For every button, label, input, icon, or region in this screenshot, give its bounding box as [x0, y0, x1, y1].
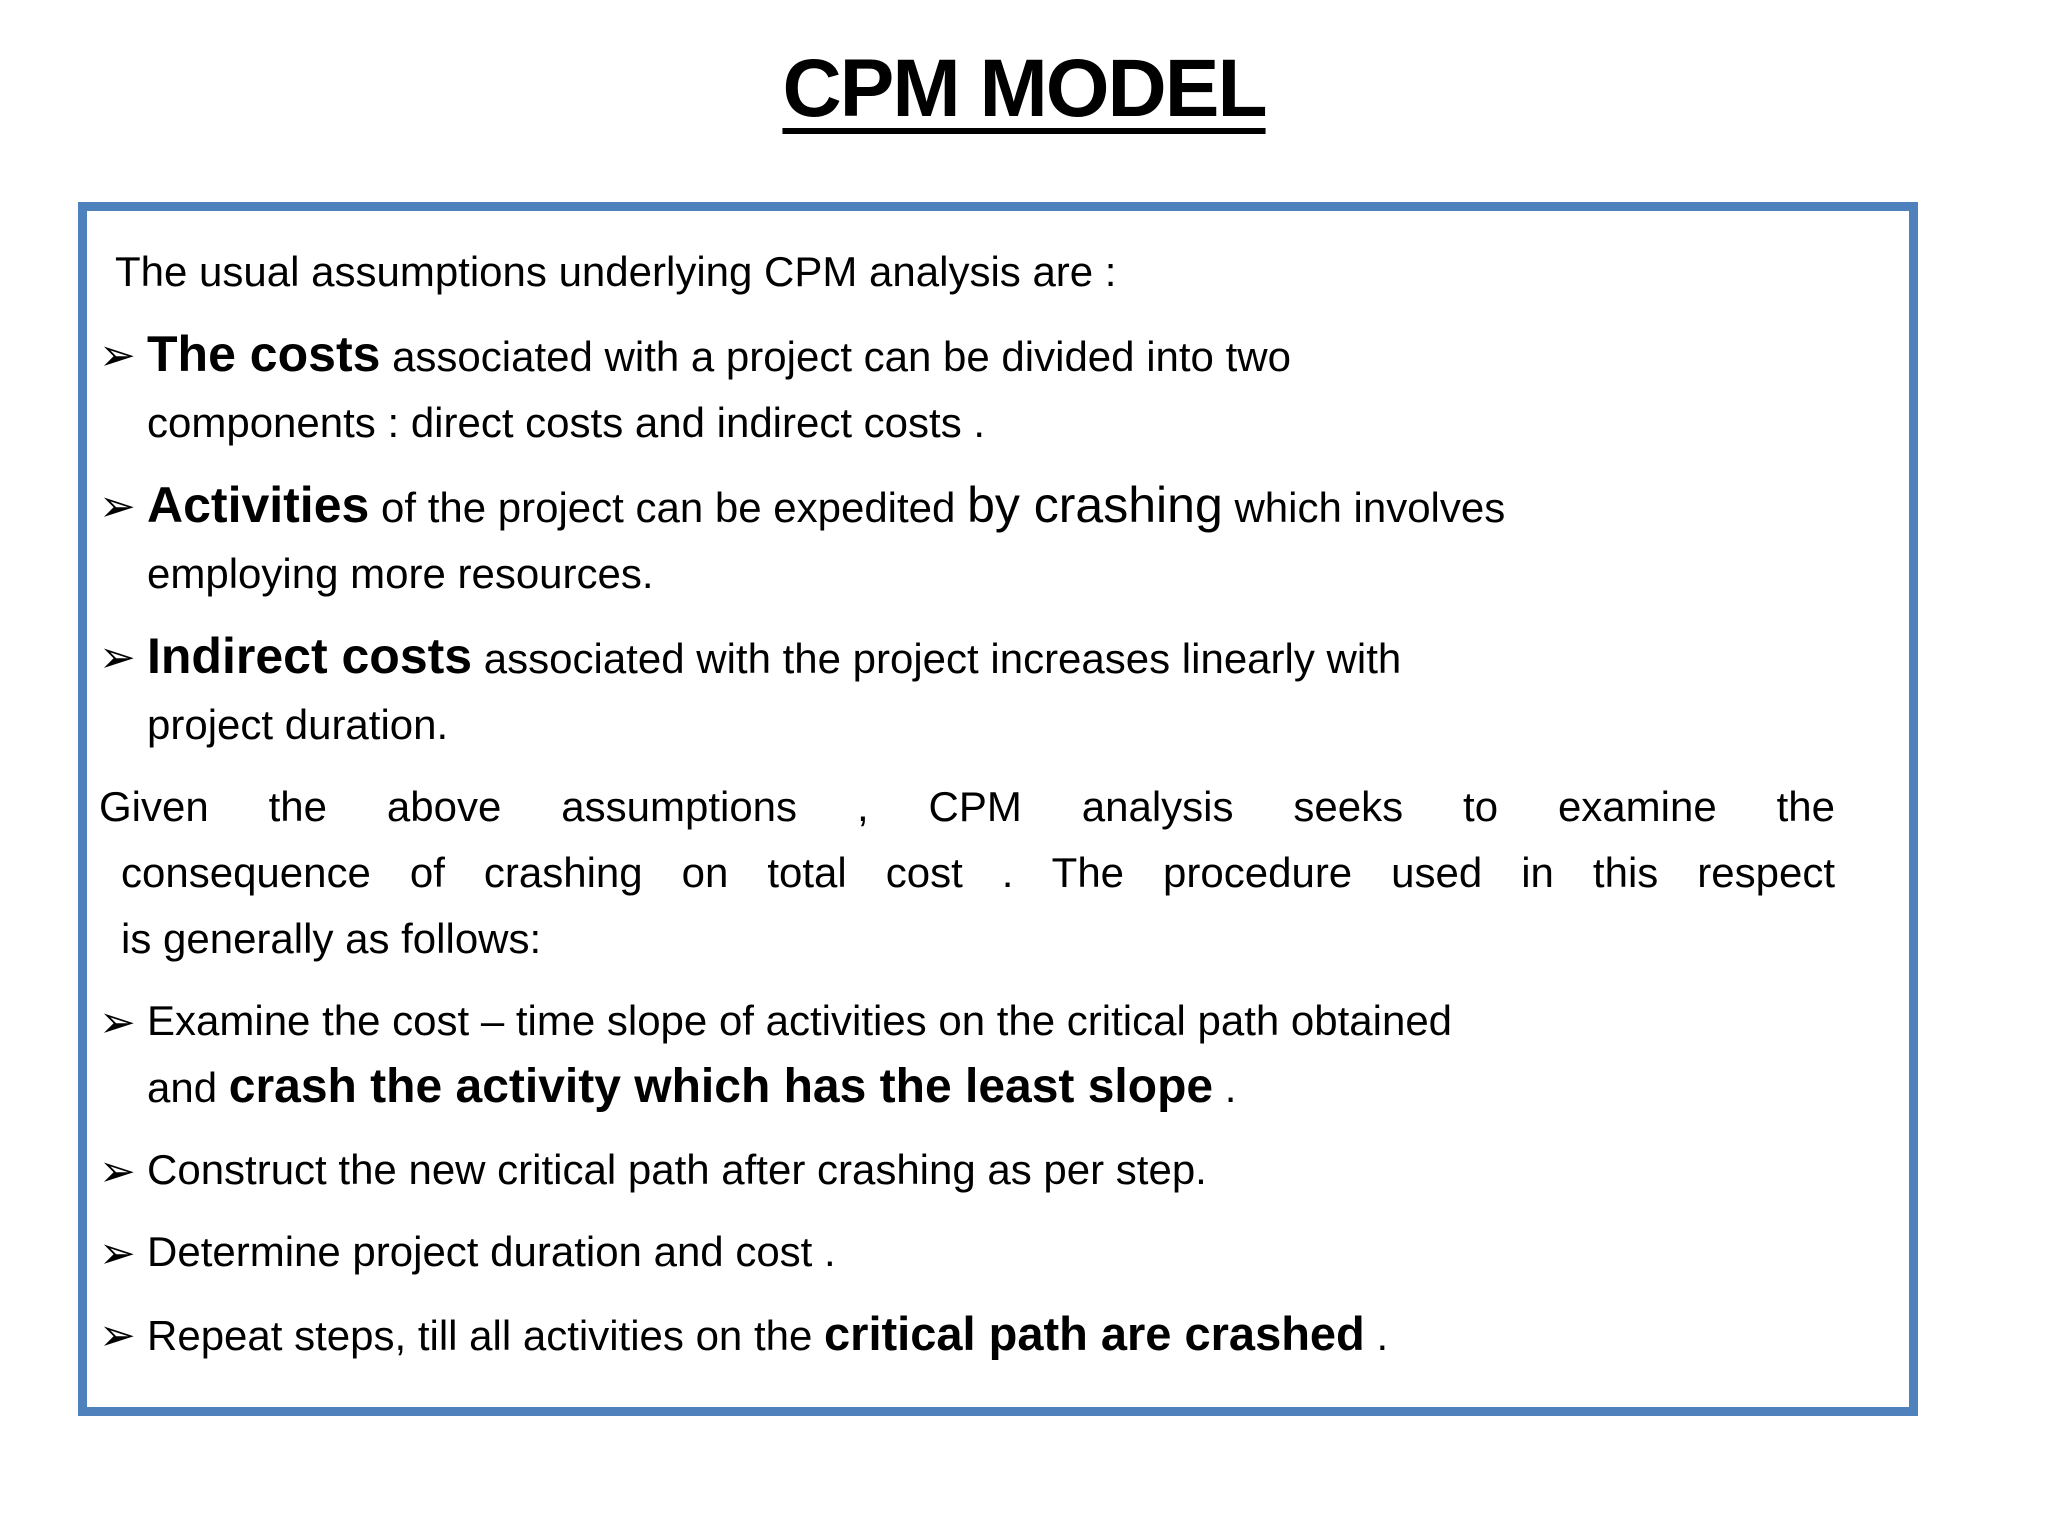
arrow-bullet-icon: ➢ — [99, 1229, 136, 1278]
bullet-line: project duration. — [147, 701, 449, 748]
bullet-text: associated with the project increases li… — [472, 635, 1402, 682]
large-inline-text: by crashing — [967, 477, 1223, 533]
bullet-text: associated with a project can be divided… — [380, 333, 1291, 380]
paragraph-given-assumptions: Given the above assumptions , CPM analys… — [99, 774, 1881, 972]
bullet-text: . — [1364, 1312, 1389, 1359]
bullet-text: of the project can be expedited — [369, 484, 968, 531]
bold-phrase-text: critical path are crashed — [824, 1307, 1365, 1360]
bullet-indirect-costs: ➢ Indirect costs associated with the pro… — [99, 623, 1881, 758]
bullet-line: components : direct costs and indirect c… — [147, 399, 986, 446]
bullet-text: and — [147, 1064, 229, 1111]
bold-lead-text: Indirect costs — [147, 628, 473, 684]
bold-lead-text: The costs — [147, 326, 381, 382]
bullet-line: Determine project duration and cost . — [147, 1228, 836, 1275]
arrow-bullet-icon: ➢ — [99, 482, 136, 531]
arrow-bullet-icon: ➢ — [99, 1311, 136, 1360]
bullet-activities: ➢ Activities of the project can be exped… — [99, 472, 1881, 607]
intro-line: The usual assumptions underlying CPM ana… — [115, 248, 1117, 295]
bullet-the-costs: ➢ The costs associated with a project ca… — [99, 321, 1881, 456]
bullet-repeat-steps: ➢ Repeat steps, till all activities on t… — [99, 1301, 1881, 1369]
bullet-line: The costs associated with a project can … — [147, 321, 1881, 390]
bullet-text: . — [1213, 1064, 1237, 1111]
bullet-text: Repeat steps, till all activities on the — [147, 1312, 825, 1359]
arrow-bullet-icon: ➢ — [99, 331, 136, 380]
bullet-line: and crash the activity which has the lea… — [147, 1054, 1881, 1121]
content-area: The usual assumptions underlying CPM ana… — [99, 239, 1881, 1397]
arrow-bullet-icon: ➢ — [99, 633, 136, 682]
bold-phrase-text: crash the activity which has the least s… — [228, 1060, 1214, 1113]
slide-title: CPM MODEL — [782, 43, 1267, 134]
bullet-determine-duration: ➢ Determine project duration and cost . — [99, 1219, 1881, 1285]
paragraph-line: is generally as follows: — [121, 915, 542, 962]
bullet-line: employing more resources. — [147, 550, 654, 597]
bullet-construct-path: ➢ Construct the new critical path after … — [99, 1137, 1881, 1203]
bullet-line: Construct the new critical path after cr… — [147, 1146, 1207, 1193]
bullet-line: Indirect costs associated with the proje… — [147, 623, 1881, 692]
bullet-text: which involves — [1222, 484, 1506, 531]
bullet-line: Examine the cost – time slope of activit… — [147, 997, 1453, 1044]
bullet-line: Repeat steps, till all activities on the… — [147, 1301, 1881, 1369]
bullet-examine-slope: ➢ Examine the cost – time slope of activ… — [99, 988, 1881, 1121]
content-frame: The usual assumptions underlying CPM ana… — [78, 202, 1918, 1416]
bullet-line: Activities of the project can be expedit… — [147, 472, 1881, 541]
bold-lead-text: Activities — [147, 477, 370, 533]
paragraph-line: consequence of crashing on total cost . … — [121, 849, 1835, 896]
paragraph-line: Given the above assumptions , CPM analys… — [99, 783, 1835, 830]
arrow-bullet-icon: ➢ — [99, 1147, 136, 1196]
arrow-bullet-icon: ➢ — [99, 998, 136, 1047]
